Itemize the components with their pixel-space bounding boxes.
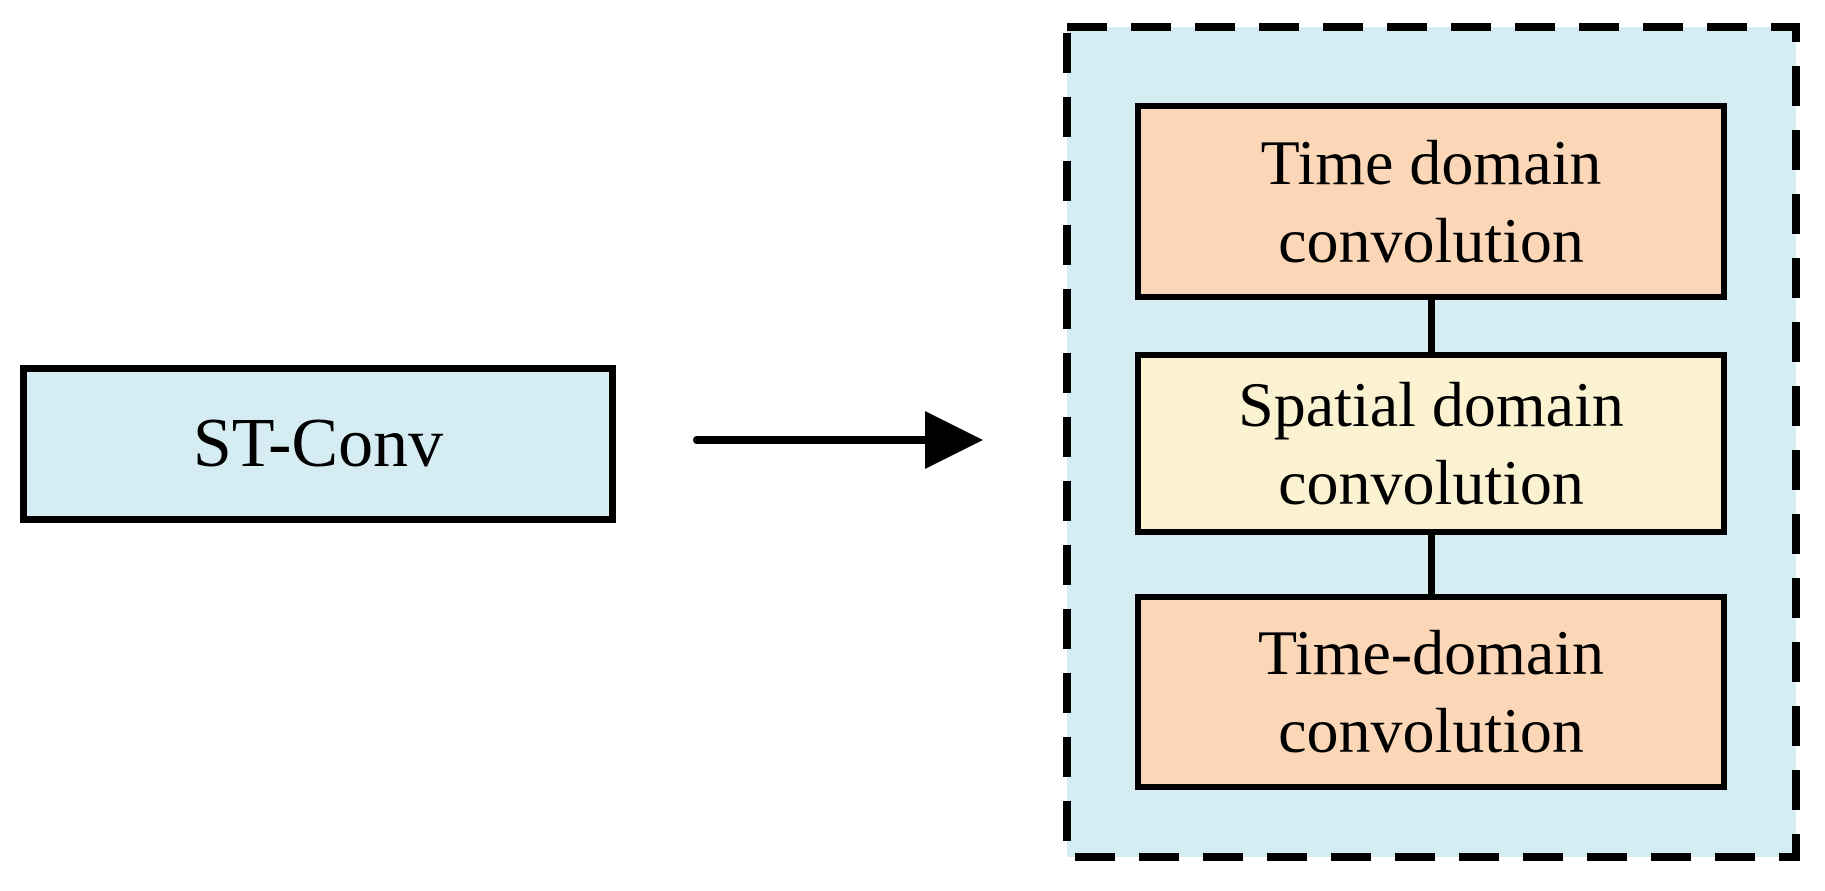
connector-line-top — [1428, 296, 1435, 356]
st-conv-box: ST-Conv — [20, 365, 616, 523]
time-domain-convolution-box-top: Time domain convolution — [1135, 103, 1727, 300]
time-domain-convolution-bottom-line1: Time-domain — [1257, 617, 1605, 688]
spatial-domain-convolution-box: Spatial domain convolution — [1135, 352, 1727, 535]
time-domain-convolution-top-line2: convolution — [1278, 204, 1584, 276]
spatial-domain-convolution-line1: Spatial domain — [1238, 368, 1624, 440]
time-domain-convolution-bottom-line2: convolution — [1278, 695, 1584, 766]
time-domain-convolution-box-bottom: Time-domain convolution — [1135, 594, 1727, 790]
spatial-domain-convolution-line2: convolution — [1278, 446, 1584, 518]
connector-line-bottom — [1428, 531, 1435, 598]
right-arrow-icon — [693, 411, 983, 469]
time-domain-convolution-top-line1: Time domain — [1260, 126, 1602, 198]
st-conv-label: ST-Conv — [192, 405, 444, 482]
st-conv-detail-panel: Time domain convolution Spatial domain c… — [1063, 23, 1800, 861]
